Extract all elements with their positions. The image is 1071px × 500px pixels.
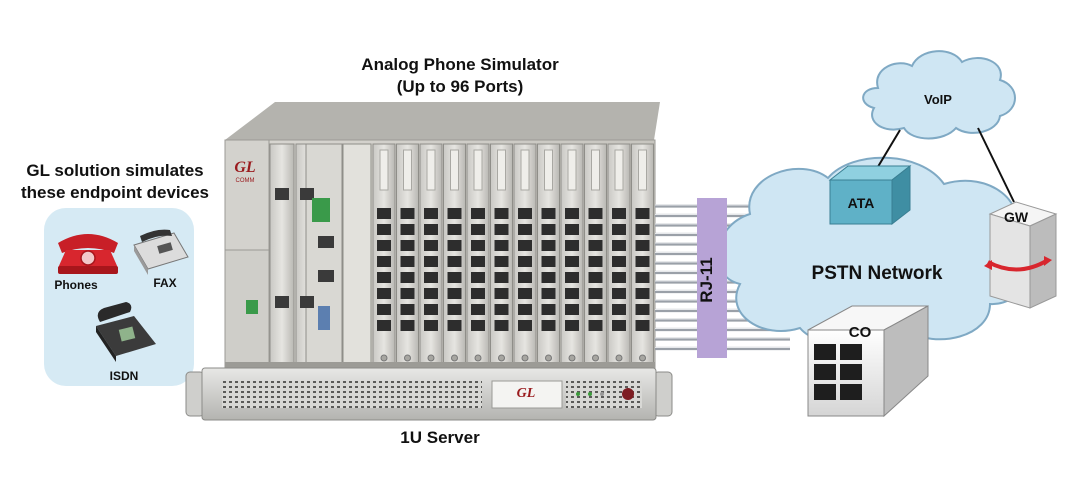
isdn-label: ISDN	[110, 369, 139, 383]
phones-label: Phones	[54, 278, 98, 292]
simulator-chassis: GL COMM	[224, 102, 660, 369]
line-card	[631, 143, 654, 365]
line-card	[607, 143, 631, 365]
chassis-logo: GL	[234, 159, 256, 176]
line-card	[560, 143, 584, 365]
line-cards	[372, 143, 654, 365]
pstn-label: PSTN Network	[812, 263, 943, 284]
gw-device	[984, 201, 1058, 309]
voip-label: VoIP	[924, 92, 952, 107]
line-card	[372, 143, 396, 365]
line-card	[396, 143, 419, 365]
line-card	[537, 143, 560, 365]
line-card	[490, 143, 513, 365]
co-label: CO	[849, 324, 872, 341]
server-label: 1U Server	[400, 428, 480, 447]
endpoints-heading-line2: these endpoint devices	[21, 183, 209, 202]
fax-icon	[133, 229, 189, 275]
red-phone-icon	[58, 234, 118, 274]
pstn-cloud	[716, 156, 1029, 347]
co-building	[807, 305, 929, 418]
line-card	[584, 143, 607, 365]
line-card	[513, 143, 537, 365]
endpoints-heading: GL solution simulates these endpoint dev…	[4, 160, 226, 204]
voip-gw-link	[977, 127, 1015, 203]
voip-cloud	[862, 50, 1016, 140]
ata-device	[828, 164, 912, 226]
ata-label: ATA	[848, 195, 875, 211]
rj11-connector	[697, 198, 727, 358]
line-card	[466, 143, 490, 365]
server-1u: GL	[185, 367, 673, 421]
line-card	[443, 143, 466, 365]
simulator-title: Analog Phone Simulator (Up to 96 Ports)	[330, 54, 590, 98]
voip-ata-link	[875, 129, 901, 171]
chassis-sublogo: COMM	[236, 178, 255, 184]
isdn-phone-icon	[96, 302, 156, 362]
line-card	[419, 143, 443, 365]
fax-label: FAX	[153, 276, 176, 290]
gw-label: GW	[1004, 209, 1029, 225]
simulator-title-line2: (Up to 96 Ports)	[396, 77, 524, 96]
endpoints-heading-line1: GL solution simulates	[26, 161, 204, 180]
server-logo: GL	[517, 386, 536, 401]
rj11-label: RJ-11	[697, 257, 716, 302]
simulator-title-line1: Analog Phone Simulator	[361, 55, 559, 74]
